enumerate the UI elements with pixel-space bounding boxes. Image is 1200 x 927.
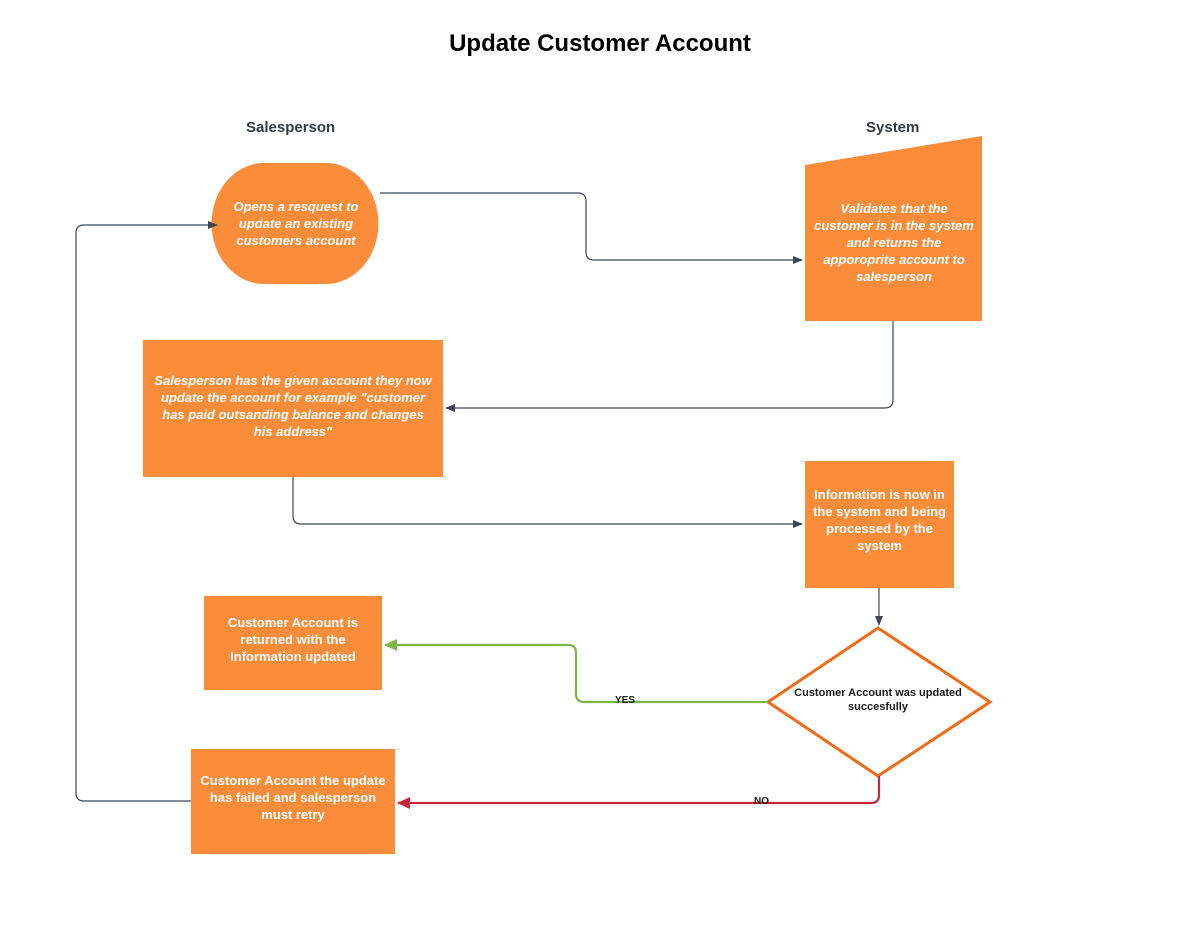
validate-text: Validates that the customer is in the sy…	[814, 201, 974, 284]
validate-shape	[805, 136, 982, 321]
update-account-text: Salesperson has the given account they n…	[154, 373, 432, 439]
connector-request-to-validate	[380, 192, 803, 264]
failure-shape	[191, 749, 395, 854]
success-shape	[204, 596, 382, 690]
lane-system: System	[866, 119, 920, 136]
edge-label-yes: YES	[615, 695, 636, 706]
connector-retry-loop	[75, 221, 218, 802]
connector-validate-to-update	[445, 321, 894, 412]
connector-no	[397, 776, 881, 809]
open-request-text: Opens a resquest to update an existing c…	[233, 198, 359, 248]
lane-salesperson: Salesperson	[246, 119, 336, 136]
edge-label-no: NO	[754, 796, 769, 807]
connector-update-to-processing	[292, 477, 803, 528]
update-account-shape	[143, 340, 443, 477]
decision-text: Customer Account was updated succesfully	[794, 687, 962, 713]
page-title: Update Customer Account	[449, 30, 751, 57]
processing-text: Information is now in the system and bei…	[813, 487, 946, 553]
failure-text: Customer Account the update has failed a…	[200, 773, 386, 822]
connector-yes	[384, 639, 768, 704]
open-request-shape	[211, 163, 379, 284]
success-text: Customer Account is returned with the In…	[227, 615, 359, 664]
processing-shape	[805, 461, 954, 588]
